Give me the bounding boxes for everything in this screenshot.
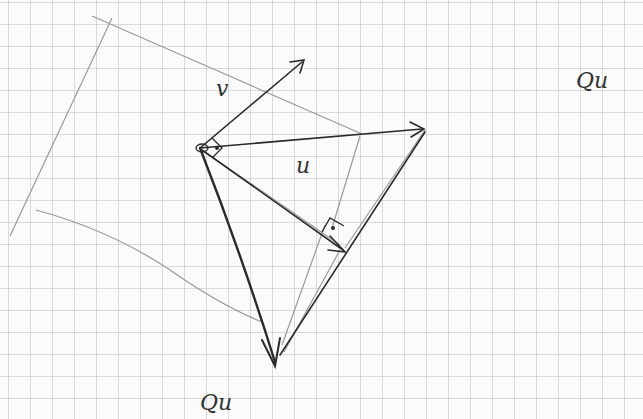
vector-label: u — [296, 155, 310, 177]
vector-label: Qu — [576, 70, 608, 92]
right-angle-mark — [196, 138, 344, 232]
construction-lines — [10, 16, 425, 352]
vectors — [200, 60, 425, 366]
vector-label: v — [216, 78, 228, 100]
vector-label: Qu — [200, 392, 232, 414]
